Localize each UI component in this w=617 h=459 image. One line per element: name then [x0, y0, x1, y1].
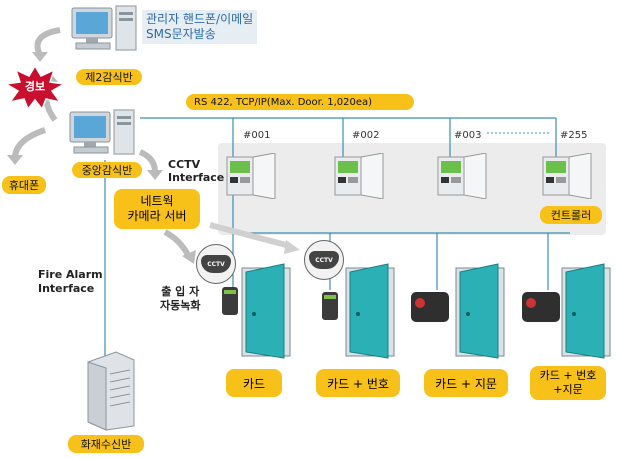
fire-alarm-label: Fire Alarm Interface [38, 268, 103, 296]
controller-unit-icon [437, 153, 487, 199]
cctv-interface-label: CCTV Interface [168, 158, 224, 184]
cctv-badge-text: CCTV [315, 256, 333, 264]
door-label-card-fingerprint: 카드 + 지문 [424, 369, 508, 397]
entry-record-line2: 자동녹화 [160, 299, 201, 312]
cctv-badge-text: CCTV [207, 260, 225, 268]
door-label-card-pin: 카드 + 번호 [316, 369, 400, 397]
door-label-line2: +지문 [553, 383, 583, 396]
alarm-label: 경보 [24, 80, 46, 93]
admin-line1: 관리자 핸드폰/이메일 [146, 12, 254, 26]
controller-unit-icon [334, 153, 384, 199]
central-computer-icon [69, 109, 135, 155]
network-server-line2: 카메라 서버 [127, 209, 187, 223]
fire-alarm-line2: Interface [38, 282, 95, 295]
door-icon [561, 263, 611, 359]
fire-panel-label: 화재수신반 [68, 435, 144, 453]
door-label-line1: 카드 + 번호 [539, 369, 597, 382]
central-label: 중앙감식반 [72, 162, 142, 178]
controller-id-002: #002 [352, 130, 380, 141]
fire-panel-server-icon [87, 351, 135, 431]
cctv-interface-line1: CCTV [168, 158, 201, 171]
controller-unit-icon [542, 153, 592, 199]
door-label-card: 카드 [226, 369, 282, 397]
door-label-line1: 카드 [242, 376, 266, 391]
controller-label: 컨트롤러 [540, 206, 602, 224]
controller-id-001: #001 [243, 130, 271, 141]
controller-unit-icon [226, 153, 276, 199]
cctv-interface-line2: Interface [168, 171, 225, 184]
cctv-camera-icon: CCTV [304, 240, 344, 280]
bus-label: RS 422, TCP/IP(Max. Door. 1,020ea) [186, 94, 414, 110]
entry-record-label: 출 입 자 자동녹화 [160, 285, 200, 313]
network-server-line1: 네트웍 [140, 194, 174, 208]
keypad-reader-icon [322, 292, 338, 320]
door-label-card-pin-fingerprint: 카드 + 번호 +지문 [530, 366, 606, 400]
door-label-line1: 카드 + 번호 [327, 376, 389, 391]
alarm-burst-icon [4, 64, 66, 110]
network-server-box: 네트웍 카메라 서버 [114, 189, 200, 229]
door-icon [241, 263, 291, 359]
fingerprint-reader-icon [411, 292, 449, 322]
fire-alarm-line1: Fire Alarm [38, 268, 103, 281]
monitor2-label: 제2감식반 [76, 69, 142, 85]
door-icon [455, 263, 505, 359]
cctv-camera-icon: CCTV [196, 244, 236, 284]
keypad-reader-icon [222, 287, 238, 315]
door-label-line1: 카드 + 지문 [435, 376, 497, 391]
admin-computer-icon [71, 5, 137, 51]
admin-line2: SMS문자발송 [146, 27, 216, 41]
door-icon [345, 263, 395, 359]
fingerprint-reader-icon [522, 292, 560, 322]
controller-id-255: #255 [560, 130, 588, 141]
controller-id-003: #003 [454, 130, 482, 141]
admin-contact-label: 관리자 핸드폰/이메일 SMS문자발송 [142, 10, 258, 44]
phone-label: 휴대폰 [2, 176, 46, 194]
entry-record-line1: 출 입 자 [161, 285, 200, 298]
